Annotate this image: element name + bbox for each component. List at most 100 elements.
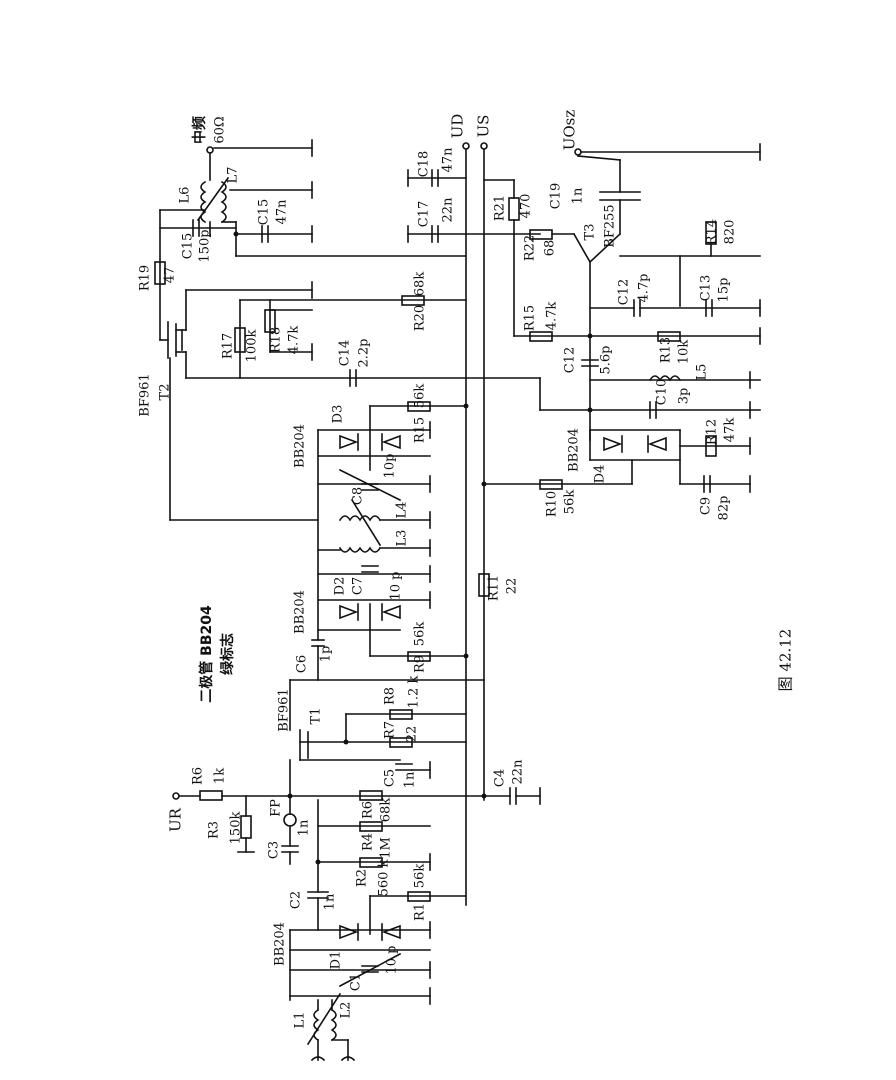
value-r10: 56k [562, 489, 578, 515]
value-r19: 47 [162, 266, 178, 284]
label-c7: C7 [350, 576, 366, 596]
label-uosc: UOsz [560, 109, 579, 151]
label-r10: R10 [544, 490, 560, 518]
resistor-r1 [407, 891, 431, 902]
label-c3: C3 [266, 840, 282, 860]
resistor-r13 [657, 331, 681, 342]
value-r22: 68 [542, 239, 558, 257]
value-c10: 3p [676, 387, 692, 405]
note-diode-type: 二极管 BB204 [199, 605, 215, 703]
value-c15a: 150p [197, 229, 213, 263]
label-r6a: R6 [190, 766, 206, 786]
label-r17: R17 [220, 332, 236, 360]
label-l3: L3 [394, 529, 410, 547]
diode-d2b [381, 604, 401, 620]
label-r8: R8 [382, 686, 398, 706]
resistor-r7 [389, 737, 413, 748]
label-us: US [474, 114, 493, 138]
label-d1: D1 [328, 950, 344, 970]
label-c5: C5 [382, 768, 398, 788]
value-r7: 22 [404, 725, 420, 743]
diode-d2a [339, 604, 359, 620]
value-r6b: 68k [378, 797, 394, 823]
label-if-out: 中频 [192, 116, 208, 144]
label-c18: C18 [416, 150, 432, 178]
value-c18: 47n [440, 147, 456, 173]
terminal-us [480, 142, 488, 150]
value-r11: 22 [504, 577, 520, 595]
inductor-l2 [330, 1008, 337, 1042]
value-c9: 82p [716, 495, 732, 521]
label-if-impedance: 60Ω [212, 116, 228, 144]
label-c15a: C15 [180, 232, 196, 260]
label-c6: C6 [294, 654, 310, 674]
value-c13: 15p [716, 277, 732, 303]
diode-d4b [647, 436, 667, 452]
resistor-r9 [407, 651, 431, 662]
label-r20: R20 [412, 304, 428, 332]
value-c7: 10 p [388, 571, 404, 601]
value-r13: 10k [676, 339, 692, 365]
diode-d1a [339, 924, 359, 940]
value-r8: 1.2 k [406, 675, 422, 709]
label-c14: C14 [337, 339, 353, 367]
label-r18: R18 [268, 326, 284, 354]
label-l7: L7 [225, 166, 241, 184]
label-c2: C2 [288, 890, 304, 910]
label-r15a: R15 [412, 416, 428, 444]
label-bb204-d4: BB204 [566, 428, 582, 472]
label-c12b: C12 [616, 278, 632, 306]
terminal-ur [172, 792, 180, 800]
diode-d3a [339, 434, 359, 450]
label-l1: L1 [292, 1011, 308, 1029]
resistor-r4 [359, 821, 383, 832]
label-d2: D2 [332, 576, 348, 596]
value-c14: 2.2p [356, 338, 372, 368]
value-r12: 47k [722, 417, 738, 443]
value-c19: 1n [570, 187, 586, 205]
label-ud: UD [448, 113, 467, 139]
label-r22: R22 [522, 234, 538, 262]
resistor-r15a [407, 401, 431, 412]
value-r9: 56k [412, 621, 428, 647]
label-l6: L6 [177, 186, 193, 204]
value-r3: 150k [228, 811, 244, 845]
label-c8: C8 [350, 486, 366, 506]
value-r6a: 1k [212, 767, 228, 785]
resistor-r18 [264, 309, 276, 333]
resistor-r6a [199, 790, 223, 801]
label-bb204-d1: BB204 [272, 922, 288, 966]
label-c13: C13 [698, 274, 714, 302]
inductor-l3 [338, 546, 382, 553]
label-r4: R4 [360, 832, 376, 852]
terminal-ud [462, 142, 470, 150]
value-c12b: 4.7p [636, 273, 652, 303]
label-r12: R12 [704, 418, 720, 446]
note-green-mark: 绿标志 [220, 633, 236, 675]
value-c17: 22n [440, 197, 456, 223]
inductor-l1 [313, 1008, 320, 1042]
label-t3: T3 [582, 223, 598, 241]
label-bb204-d3: BB204 [292, 424, 308, 468]
label-t2-type: BF961 [137, 373, 153, 417]
label-r6b: R6 [360, 800, 376, 820]
label-fp: FP [268, 799, 284, 817]
label-t2: T2 [157, 383, 173, 401]
value-r2: 560 k [376, 859, 392, 897]
resistor-r15b [529, 331, 553, 342]
value-c6: 1p [318, 645, 334, 663]
label-r19: R19 [137, 264, 153, 292]
value-r20: 68k [412, 271, 428, 297]
label-r2: R2 [354, 868, 370, 888]
resistor-r6b [359, 790, 383, 801]
diode-d1b [381, 924, 401, 940]
label-r11: R11 [486, 574, 502, 602]
value-r14: 820 [722, 219, 738, 245]
ferrite-fp [283, 813, 297, 827]
resistor-r20 [401, 295, 425, 306]
label-ur: UR [166, 808, 185, 832]
value-c4: 22n [510, 759, 526, 785]
value-r15b: 4.7k [544, 301, 560, 331]
resistor-r11 [478, 573, 490, 597]
